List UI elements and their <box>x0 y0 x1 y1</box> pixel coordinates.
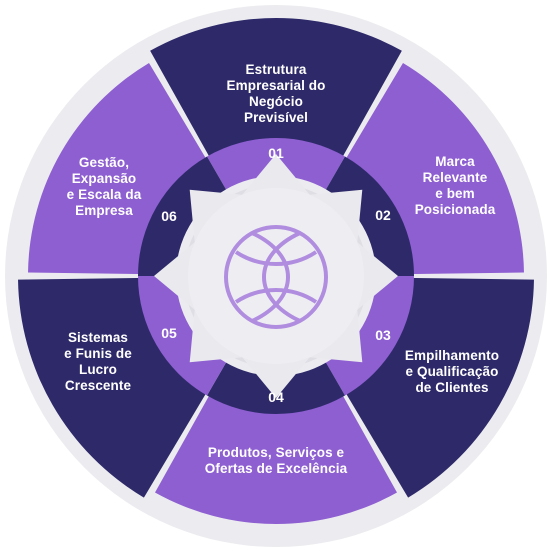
segment-number-02: 02 <box>375 207 391 223</box>
inner-ring-segment-05 <box>138 276 226 396</box>
hub-disc <box>188 188 364 364</box>
segment-number-01: 01 <box>268 145 284 161</box>
inner-ring-segment-03 <box>326 276 414 396</box>
inner-ring-segment-02 <box>326 156 414 276</box>
segment-01 <box>150 18 402 179</box>
segment-label-05: Sistemas e Funis de Lucro Crescente <box>64 330 132 393</box>
interlocking-ring-emblem-icon <box>224 225 328 329</box>
segment-number-05: 05 <box>161 325 177 341</box>
segment-label-01: Estrutura Empresarial do Negócio Previsí… <box>226 62 326 125</box>
inner-ring-segment-06 <box>138 156 226 276</box>
segment-label-02: Marca Relevante e bem Posicionada <box>414 154 496 217</box>
segment-label-06: Gestão, Expansão e Escala da Empresa <box>66 155 142 218</box>
hub-group <box>154 154 398 398</box>
inner-ring-group <box>138 138 414 414</box>
segment-number-06: 06 <box>161 208 177 224</box>
segment-number-04: 04 <box>268 389 284 405</box>
segment-04 <box>155 373 397 524</box>
segment-label-03: Empilhamento e Qualificação de Clientes <box>404 348 500 395</box>
segment-number-03: 03 <box>375 327 391 343</box>
segment-label-04: Produtos, Serviços e Ofertas de Excelênc… <box>204 445 348 476</box>
